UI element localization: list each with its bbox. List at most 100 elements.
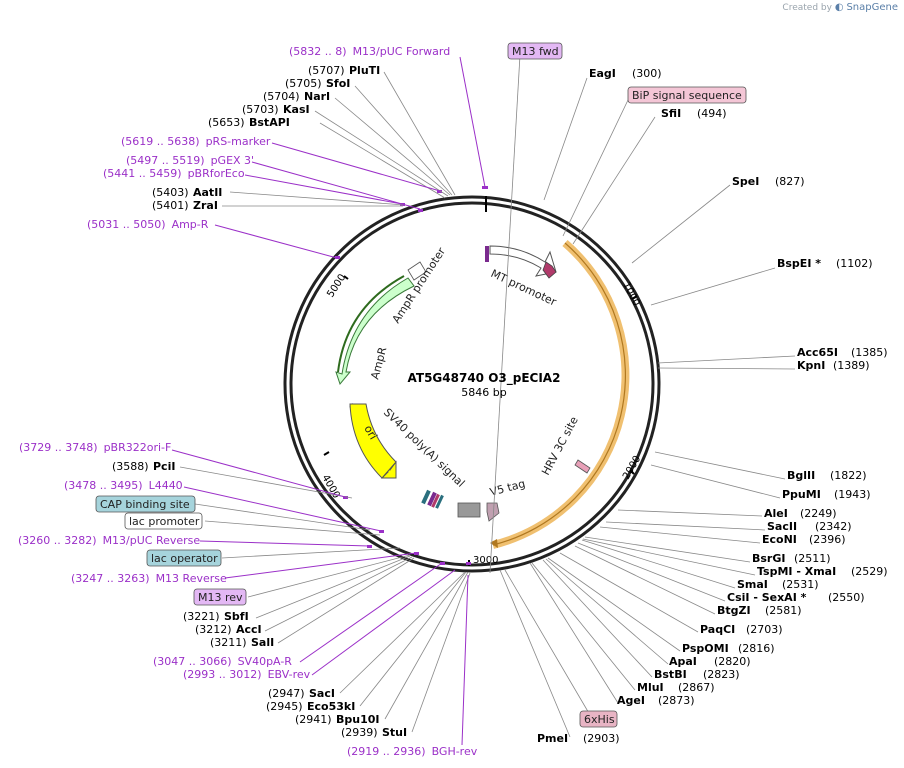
enzyme-acci-pos: (3212) <box>195 623 232 636</box>
enzyme-bstbi[interactable]: BstBI <box>654 668 687 681</box>
enzyme-sacii[interactable]: SacII <box>767 520 797 533</box>
sv40-polya-feature <box>457 502 481 518</box>
primer-pbr322ori-f[interactable]: (3729 .. 3748)pBR322ori-F <box>19 441 171 454</box>
hrv-3c-feature <box>574 459 591 474</box>
enzyme-kpni[interactable]: KpnI <box>797 359 825 372</box>
primer-bgh-rev[interactable]: (2919 .. 2936)BGH-rev <box>347 745 478 758</box>
enzyme-nari-pos: (5704) <box>263 90 300 103</box>
enzyme-pspomi[interactable]: PspOMI <box>682 642 729 655</box>
enzyme-stui-pos: (2939) <box>341 726 378 739</box>
enzyme-sfii-pos: (494) <box>697 107 727 120</box>
snapgene-credit: Created by ◐ SnapGene <box>782 2 898 13</box>
enzyme-nari[interactable]: NarI <box>304 90 330 103</box>
right-enzymes: EagI (300) SfiI (494) SpeI (827) BspEI *… <box>537 67 888 745</box>
lac-promoter-label[interactable]: lac promoter <box>129 515 200 528</box>
enzyme-stui[interactable]: StuI <box>382 726 407 739</box>
tick-1000 <box>631 295 638 300</box>
enzyme-pspomi-pos: (2816) <box>738 642 775 655</box>
enzyme-kasi[interactable]: KasI <box>283 103 310 116</box>
boxed-labels: M13 fwd BiP signal sequence CAP binding … <box>95 42 747 728</box>
bip-label[interactable]: BiP signal sequence <box>632 89 742 102</box>
enzyme-bstapi-pos: (5653) <box>208 116 245 129</box>
ampr-outline <box>337 275 405 373</box>
enzyme-sali[interactable]: SalI <box>251 636 274 649</box>
enzyme-apai[interactable]: ApaI <box>669 655 697 668</box>
primer-pbrforeco[interactable]: (5441 .. 5459)pBRforEco <box>103 167 245 180</box>
primer-pgex-3[interactable]: (5497 .. 5519)pGEX 3' <box>126 154 254 167</box>
enzyme-bsrgi[interactable]: BsrGI <box>752 552 785 565</box>
enzyme-econi[interactable]: EcoNI <box>762 533 797 546</box>
tick-label-5000: 5000 <box>325 272 348 299</box>
enzyme-smai-pos: (2531) <box>782 578 819 591</box>
enzyme-bglii[interactable]: BglII <box>787 469 815 482</box>
enzyme-apai-pos: (2820) <box>714 655 751 668</box>
right-leaders <box>489 54 796 738</box>
enzyme-acc65i[interactable]: Acc65I <box>797 346 838 359</box>
enzyme-sacii-pos: (2342) <box>815 520 852 533</box>
cap-label[interactable]: CAP binding site <box>100 498 190 511</box>
primer-amp-r[interactable]: (5031 .. 5050)Amp-R <box>87 218 209 231</box>
enzyme-agei-pos: (2873) <box>658 694 695 707</box>
enzyme-bspei[interactable]: BspEI * <box>777 257 821 270</box>
orf-arrowhead <box>490 539 498 548</box>
enzyme-btgzi[interactable]: BtgZI <box>717 604 751 617</box>
six-his-label[interactable]: 6xHis <box>584 713 615 726</box>
primer-m13-reverse[interactable]: (3247 .. 3263)M13 Reverse <box>71 572 227 585</box>
enzyme-alei[interactable]: AleI <box>764 507 788 520</box>
enzyme-btgzi-pos: (2581) <box>765 604 802 617</box>
primer-prs-marker[interactable]: (5619 .. 5638)pRS-marker <box>121 135 271 148</box>
enzyme-csii-sexai[interactable]: CsiI - SexAI * <box>727 591 807 604</box>
enzyme-aatii[interactable]: AatII <box>193 186 222 199</box>
enzyme-sfoi[interactable]: SfoI <box>326 77 350 90</box>
enzyme-tspmi-xmai[interactable]: TspMI - XmaI <box>757 565 836 578</box>
m13-rev-label[interactable]: M13 rev <box>198 591 243 604</box>
enzyme-acci[interactable]: AccI <box>236 623 262 636</box>
enzyme-eco53ki-pos: (2945) <box>266 700 303 713</box>
enzyme-ppumi-pos: (1943) <box>834 488 871 501</box>
enzyme-aatii-pos: (5403) <box>152 186 189 199</box>
snapgene-logo-icon: ◐ <box>834 2 844 13</box>
enzyme-eco53ki[interactable]: Eco53kI <box>307 700 355 713</box>
enzyme-kasi-pos: (5703) <box>242 103 279 116</box>
enzyme-paqci[interactable]: PaqCI <box>700 623 735 636</box>
six-his-box <box>579 710 618 728</box>
enzyme-mlui-pos: (2867) <box>678 681 715 694</box>
tick-label-3000: 3000 <box>473 555 498 566</box>
enzyme-eagi[interactable]: EagI <box>589 67 616 80</box>
enzyme-pmei[interactable]: PmeI <box>537 732 568 745</box>
primer-sv40pa-r[interactable]: (3047 .. 3066)SV40pA-R <box>153 655 292 668</box>
primer-m13-puc-forward[interactable]: (5832 .. 8)M13/pUC Forward <box>289 45 450 58</box>
tick-2000 <box>629 469 635 475</box>
mt-start-marker <box>485 246 489 262</box>
credit-brand: SnapGene <box>846 2 898 13</box>
enzyme-alei-pos: (2249) <box>800 507 837 520</box>
enzyme-bstapi[interactable]: BstAPI <box>249 116 290 129</box>
enzyme-pcii[interactable]: PciI <box>153 460 175 473</box>
enzyme-saci[interactable]: SacI <box>309 687 335 700</box>
enzyme-eagi-pos: (300) <box>632 67 662 80</box>
enzyme-zrai[interactable]: ZraI <box>193 199 218 212</box>
enzyme-sbfi-pos: (3221) <box>183 610 220 623</box>
primer-l4440[interactable]: (3478 .. 3495)L4440 <box>64 479 183 492</box>
enzyme-pluti[interactable]: PluTI <box>349 64 380 77</box>
enzyme-ppumi[interactable]: PpuMI <box>782 488 821 501</box>
enzyme-sfii[interactable]: SfiI <box>661 107 681 120</box>
enzyme-sbfi[interactable]: SbfI <box>224 610 249 623</box>
enzyme-zrai-pos: (5401) <box>152 199 189 212</box>
primer-m13-puc-reverse[interactable]: (3260 .. 3282)M13/pUC Reverse <box>18 534 200 547</box>
tick-5000 <box>343 275 349 280</box>
hrv-3c-label: HRV 3C site <box>539 414 581 477</box>
enzyme-agei[interactable]: AgeI <box>617 694 645 707</box>
lac-operator-label[interactable]: lac operator <box>151 552 218 565</box>
enzyme-mlui[interactable]: MluI <box>637 681 664 694</box>
enzyme-bpu10i[interactable]: Bpu10I <box>336 713 380 726</box>
ori-fill <box>349 403 397 479</box>
enzyme-spei[interactable]: SpeI <box>732 175 759 188</box>
enzyme-smai[interactable]: SmaI <box>737 578 768 591</box>
m13-fwd-label[interactable]: M13 fwd <box>512 45 559 58</box>
enzyme-tspmi-xmai-pos: (2529) <box>851 565 888 578</box>
primer-ebv-rev[interactable]: (2993 .. 3012)EBV-rev <box>183 668 311 681</box>
ori-label: ori <box>361 423 379 442</box>
lac-operator-box <box>146 549 222 567</box>
enzyme-bstbi-pos: (2823) <box>703 668 740 681</box>
